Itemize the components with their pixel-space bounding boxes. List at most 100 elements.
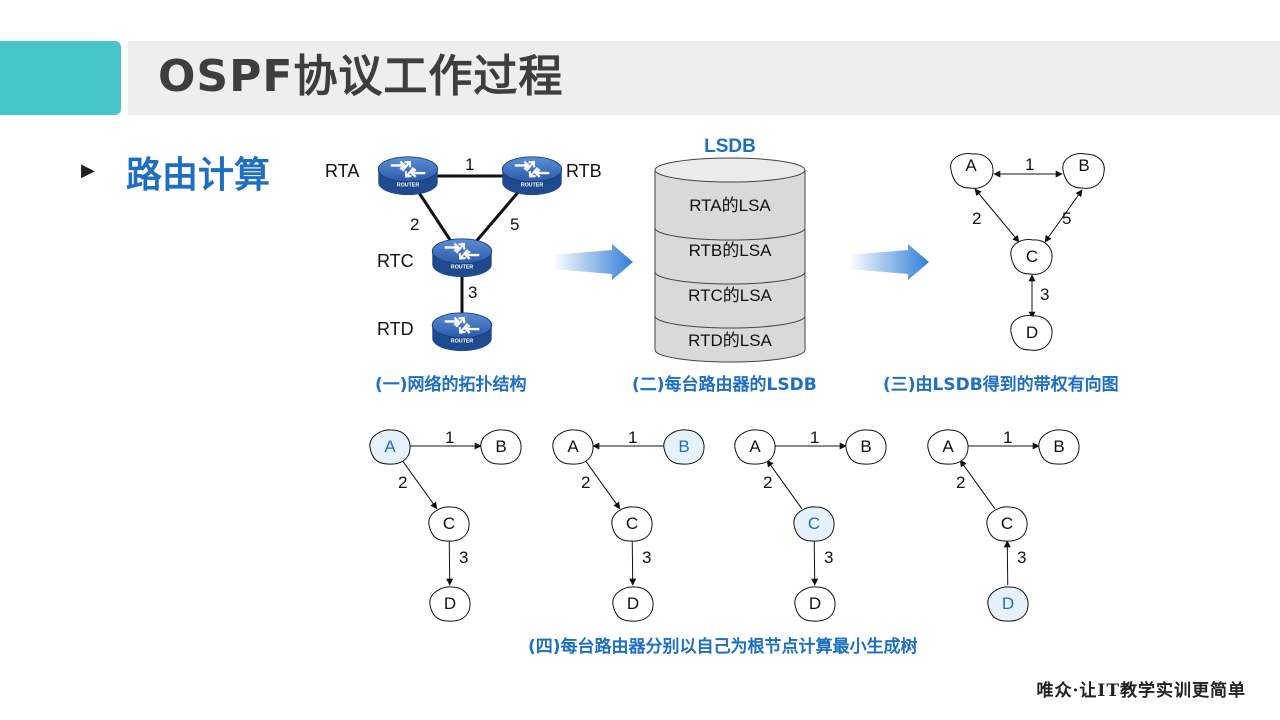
router-rtb-icon	[501, 155, 563, 197]
spf-node-c-root	[793, 506, 835, 542]
flow-arrow-1	[553, 244, 633, 280]
spf-edge-a-c	[584, 459, 621, 510]
spf-edge-a-c	[401, 459, 438, 510]
lsdb-caption: (二)每台路由器的LSDB	[632, 374, 817, 395]
spf-node-d-root	[987, 586, 1029, 622]
spf-edge-c-d	[811, 540, 819, 586]
spf-node-label-d: D	[1002, 594, 1014, 613]
edge-a-c	[974, 188, 1020, 243]
spf-edge-weight-ac: 2	[956, 473, 965, 492]
spf-node-label-d: D	[444, 594, 456, 613]
edge-b-c	[1044, 189, 1083, 243]
lsdb-entry-rtd: RTD的LSA	[688, 331, 772, 350]
router-label-rtb: RTB	[566, 161, 602, 181]
spf-node-label-a: A	[749, 437, 761, 456]
router-rtc-icon	[431, 237, 493, 279]
section-heading: 路由计算	[126, 155, 271, 196]
spf-edge-c-d	[629, 540, 637, 586]
graph-node-c-label: C	[1026, 247, 1038, 266]
lsdb-entry-rtb: RTB的LSA	[689, 241, 772, 260]
spf-node-c	[986, 506, 1028, 542]
spf-caption: (四)每台路由器分别以自己为根节点计算最小生成树	[528, 636, 918, 657]
spf-node-label-c: C	[1001, 514, 1013, 533]
spf-edge-d-c	[1003, 540, 1011, 586]
bullet-icon: ▶	[81, 160, 95, 181]
spf-node-label-d: D	[809, 594, 821, 613]
spf-node-label-c: C	[626, 514, 638, 533]
spf-node-label-c: C	[443, 514, 455, 533]
spf-node-label-b: B	[1053, 437, 1064, 456]
graph-node-d	[1010, 315, 1053, 351]
spf-node-label-b: B	[860, 437, 871, 456]
router-rta-icon	[377, 155, 439, 197]
spf-node-label-a: A	[942, 437, 954, 456]
lsdb-entry-rta: RTA的LSA	[689, 196, 771, 215]
spf-edge-weight-ab: 1	[1003, 428, 1012, 447]
spf-edge-weight-cd: 3	[824, 548, 833, 567]
graph-weight-cd: 3	[1040, 285, 1049, 304]
spf-node-label-a: A	[384, 437, 396, 456]
graph-node-a-label: A	[965, 156, 977, 175]
spf-edge-weight-ac: 2	[398, 473, 407, 492]
spf-edge-c-d	[446, 540, 454, 586]
graph-node-a	[950, 153, 994, 189]
spf-node-a	[734, 429, 776, 465]
spf-tree-root-d: 3 2 1 A B C D	[927, 428, 1080, 622]
spf-node-a-root	[369, 429, 411, 465]
spf-edge-weight-cd: 3	[1017, 548, 1026, 567]
spf-node-b	[1038, 429, 1080, 465]
graph-node-b	[1062, 153, 1105, 189]
link-cost-rtc-rtd: 3	[468, 283, 477, 302]
spf-edge-weight-ab: 1	[445, 428, 454, 447]
spf-node-label-c: C	[808, 514, 820, 533]
spf-node-c	[428, 506, 470, 542]
spf-tree-root-c: 2 1 3 A B C D	[734, 428, 887, 622]
spf-node-b	[480, 429, 522, 465]
spf-node-label-b: B	[678, 437, 689, 456]
lsdb-database: LSDB RTA的LSA RTB的LSA RTC的LSA RTD的LSA (二)…	[632, 136, 817, 395]
spf-node-label-b: B	[495, 437, 506, 456]
spf-edge-weight-ac: 2	[763, 473, 772, 492]
spf-edge-weight-cd: 3	[642, 548, 651, 567]
spf-tree-root-a: 1 2 3 A B C D	[369, 428, 522, 622]
spf-tree-root-b: 1 2 3 A B C D	[552, 428, 705, 622]
footer-brand: 唯众·让IT教学实训更简单	[1036, 681, 1246, 701]
link-cost-rtb-rtc: 5	[510, 215, 519, 234]
spf-edge-weight-cd: 3	[459, 548, 468, 567]
lsdb-entry-rtc: RTC的LSA	[688, 286, 772, 305]
spf-node-label-a: A	[567, 437, 579, 456]
page-title: OSPF协议工作过程	[158, 51, 564, 102]
spf-node-c	[611, 506, 653, 542]
graph-node-b-label: B	[1078, 156, 1089, 175]
spf-node-a	[927, 429, 969, 465]
flow-arrow-2	[849, 244, 929, 280]
spf-node-d	[429, 586, 471, 622]
topology-diagram: RTA RTB RTC RTD 1 2 5 3 (一)网络的拓扑结构	[325, 155, 602, 395]
graph-weight-ab: 1	[1025, 155, 1034, 174]
graph-caption: (三)由LSDB得到的带权有向图	[883, 374, 1119, 395]
spf-edge-c-a	[766, 459, 803, 510]
spf-trees: 1 2 3 A B C D 1 2 3 A B C D 2 1 3 A B C D 3 2 1 A B C D	[369, 428, 1080, 622]
topology-caption: (一)网络的拓扑结构	[375, 374, 527, 395]
router-label-rtd: RTD	[377, 319, 414, 339]
graph-weight-bc: 5	[1062, 209, 1071, 228]
graph-node-d-label: D	[1026, 323, 1038, 342]
spf-node-a	[552, 429, 594, 465]
link-cost-rta-rtb: 1	[465, 155, 474, 174]
title-accent-block	[0, 41, 121, 115]
link-cost-rta-rtc: 2	[410, 215, 419, 234]
spf-node-b	[845, 429, 887, 465]
spf-edge-weight-ab: 1	[810, 428, 819, 447]
spf-node-label-d: D	[627, 594, 639, 613]
spf-edge-weight-ac: 2	[581, 473, 590, 492]
lsdb-title: LSDB	[704, 136, 756, 157]
spf-node-d	[794, 586, 836, 622]
title-bar	[128, 41, 1280, 115]
spf-edge-weight-ab: 1	[628, 428, 637, 447]
graph-weight-ac: 2	[972, 209, 981, 228]
graph-node-c	[1010, 239, 1053, 275]
spf-node-b-root	[663, 429, 705, 465]
router-label-rtc: RTC	[377, 251, 414, 271]
spf-node-d	[612, 586, 654, 622]
